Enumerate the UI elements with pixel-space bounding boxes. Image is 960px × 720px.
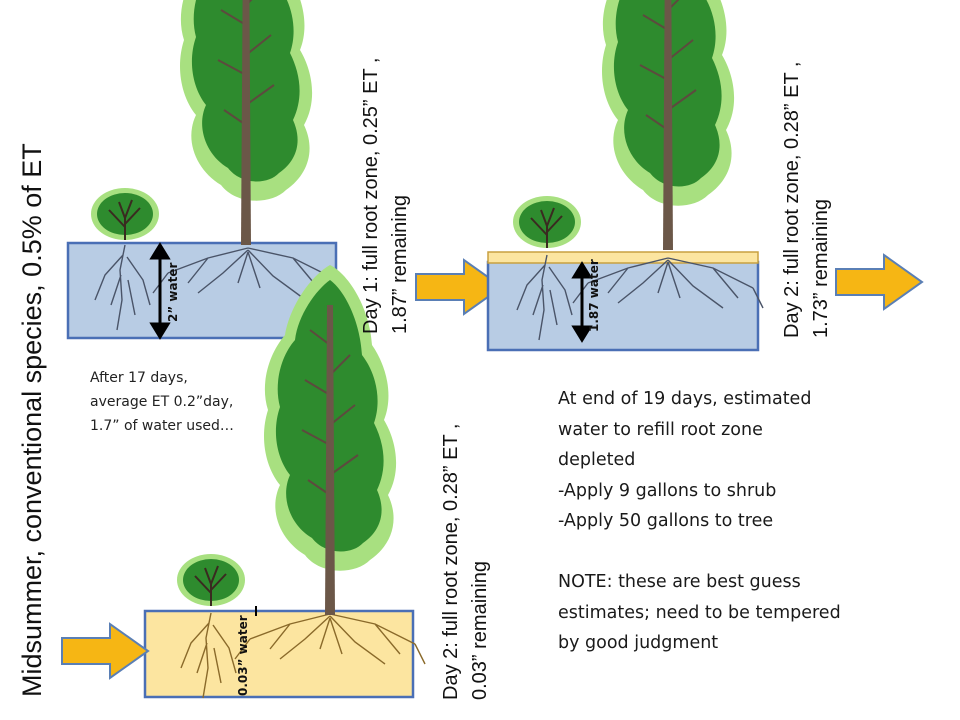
day-label-line-1: Day 2: full root zone, 0.28” ET , (440, 423, 462, 700)
water-depth-label: 2” water (166, 262, 180, 322)
after-note-line: average ET 0.2”day, (90, 394, 234, 410)
summary-line: water to refill root zone (558, 419, 763, 440)
summary-note: At end of 19 days, estimated water to re… (558, 384, 841, 659)
depth-arrow (571, 261, 593, 343)
shrub-icon (176, 553, 246, 607)
summary-line (558, 537, 841, 568)
panel-3 (143, 264, 426, 699)
water-depth-label: 0.03” water (236, 615, 250, 696)
soil-box-dry (143, 609, 415, 699)
summary-line: depleted (558, 450, 636, 470)
tree-icon (179, 0, 314, 246)
day-label-line-1: Day 2: full root zone, 0.28” ET , (781, 61, 803, 338)
after-note-line: 1.7” of water used… (90, 418, 234, 434)
after-note-line: After 17 days, (90, 370, 188, 386)
panel-2 (486, 0, 764, 352)
page-title: Midsummer, conventional species, 0.5% of… (17, 143, 47, 697)
day-label: Day 1: full root zone, 0.25” ET , 1.87” … (357, 58, 415, 334)
day-label-line-1: Day 1: full root zone, 0.25” ET , (360, 57, 382, 334)
water-depth-label: 1.87 water (587, 259, 601, 332)
day-label-line-2: 1.87” remaining (389, 195, 411, 334)
after-note: After 17 days, average ET 0.2”day, 1.7” … (90, 366, 234, 438)
day-label-line-2: 1.73” remaining (810, 199, 832, 338)
summary-line: by good judgment (558, 633, 719, 653)
shrub-icon (512, 195, 582, 249)
summary-line: estimates; need to be tempered (558, 602, 841, 623)
summary-line: NOTE: these are best guess (558, 572, 801, 592)
shrub-icon (90, 187, 160, 241)
tree-icon (601, 0, 736, 251)
dry-soil-layer (487, 251, 759, 264)
flow-arrow-2 (835, 254, 923, 310)
panel-1 (66, 0, 344, 340)
day-label: Day 2: full root zone, 0.28” ET , 1.73” … (778, 62, 836, 338)
summary-line: -Apply 9 gallons to shrub (558, 480, 777, 501)
day-label: Day 2: full root zone, 0.28” ET , 0.03” … (437, 424, 495, 700)
summary-line: -Apply 50 gallons to tree (558, 511, 774, 531)
soil-box-full (486, 260, 760, 352)
flow-arrow-3 (61, 623, 149, 679)
depth-arrow (149, 242, 171, 340)
day-label-line-2: 0.03” remaining (469, 561, 491, 700)
summary-line: At end of 19 days, estimated (558, 389, 812, 409)
